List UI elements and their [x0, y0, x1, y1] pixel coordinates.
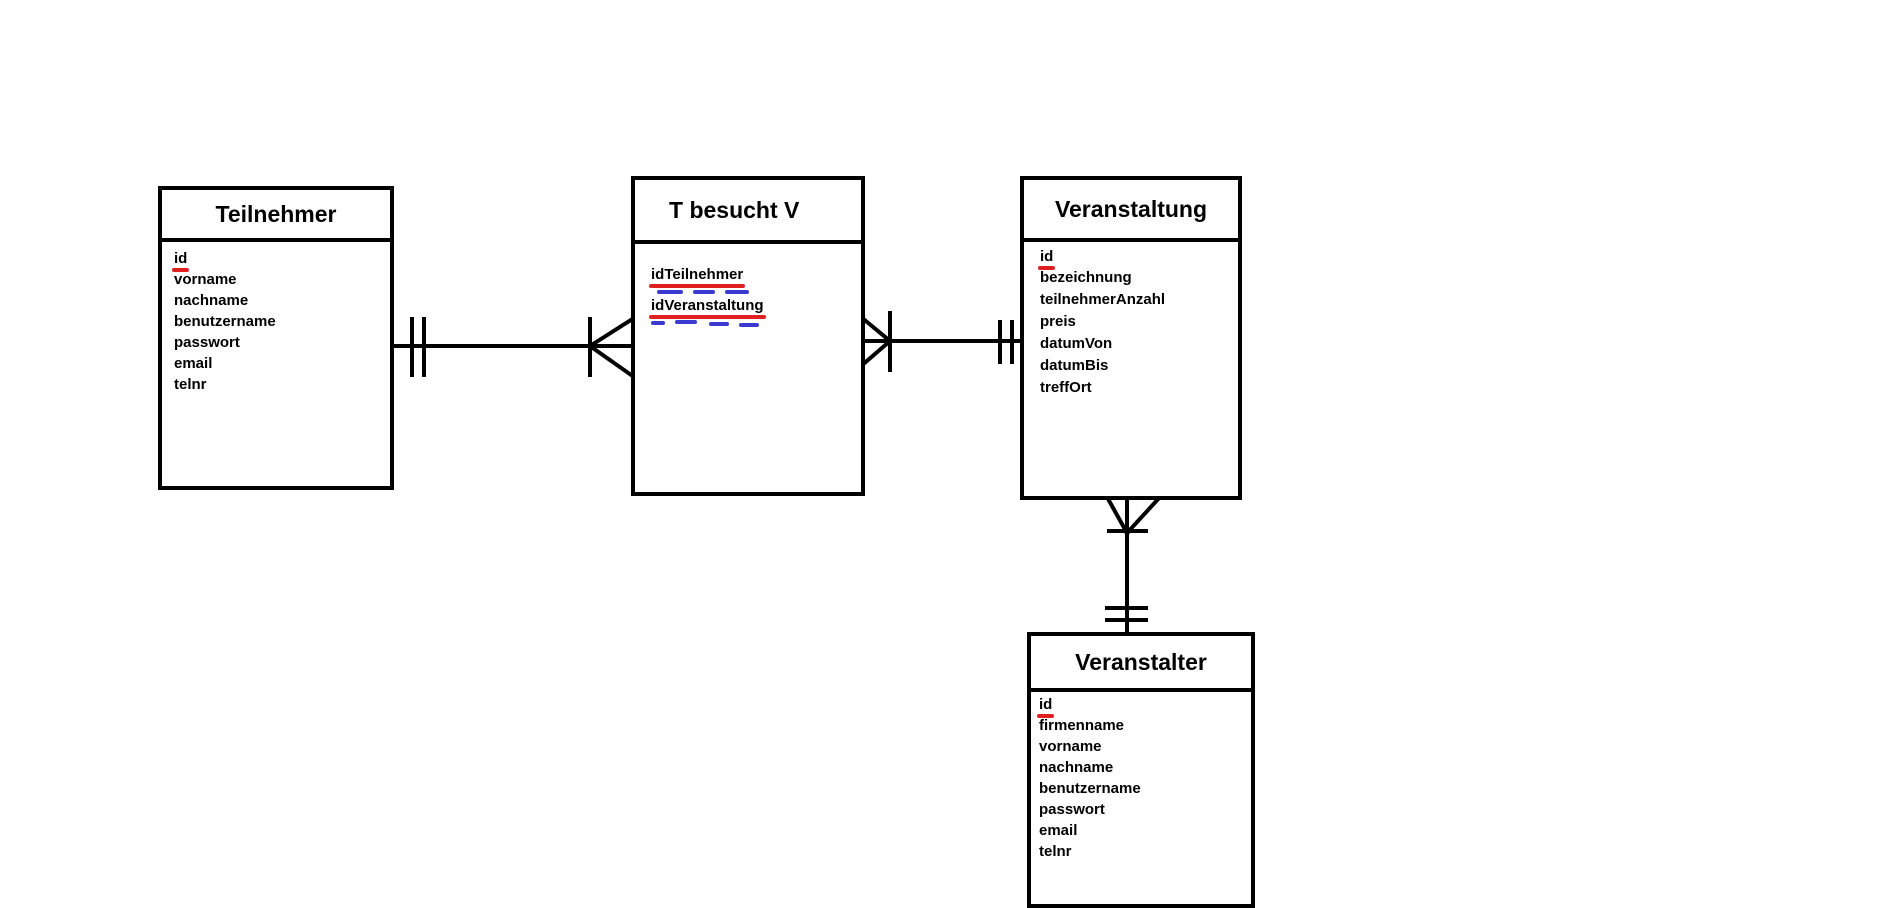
entity-t-besucht-v[interactable]: T besucht V idTeilnehmer idVeranstaltung [631, 176, 865, 496]
crow-foot-tbesuchtv-lower [587, 343, 637, 380]
crow-foot-tbesuchtv-upper [587, 315, 637, 349]
attribute: datumBis [1040, 357, 1109, 374]
attribute-list: id firmenname vorname nachname benutzern… [1031, 692, 1251, 862]
attribute-list: idTeilnehmer idVeranstaltung [635, 244, 861, 327]
foreign-key-underline [651, 316, 861, 327]
entity-veranstaltung[interactable]: Veranstaltung id bezeichnung teilnehmerA… [1020, 176, 1242, 500]
attribute: treffOrt [1040, 379, 1092, 396]
attribute-primary-foreign-key: idTeilnehmer [649, 264, 861, 288]
attribute: email [1039, 822, 1078, 839]
foreign-key-dash [739, 323, 759, 327]
attribute: telnr [174, 376, 207, 393]
primary-key-underline [649, 284, 746, 288]
primary-key-underline [649, 315, 766, 319]
attribute: bezeichnung [1040, 269, 1132, 286]
attribute-list: id bezeichnung teilnehmerAnzahl preis da… [1024, 242, 1238, 399]
attribute-primary-key: id [172, 248, 390, 272]
foreign-key-dash [693, 290, 715, 294]
attribute: benutzername [1039, 780, 1141, 797]
foreign-key-dash [657, 290, 683, 294]
entity-teilnehmer[interactable]: Teilnehmer id vorname nachname benutzern… [158, 186, 394, 490]
attribute: telnr [1039, 843, 1072, 860]
entity-title: T besucht V [635, 180, 861, 244]
primary-key-underline [172, 268, 190, 272]
attribute: passwort [1039, 801, 1105, 818]
crow-foot-tbesuchtv-right-lower [858, 338, 893, 369]
attribute-primary-key: id [1038, 246, 1238, 270]
primary-key-underline [1037, 714, 1055, 718]
attribute: preis [1040, 313, 1076, 330]
attribute: firmenname [1039, 717, 1125, 734]
crow-foot-veranstaltung-left [1104, 494, 1130, 536]
attribute-list: id vorname nachname benutzername passwor… [162, 242, 390, 395]
attribute: email [174, 355, 213, 372]
attribute: nachname [174, 292, 249, 309]
entity-veranstalter[interactable]: Veranstalter id firmenname vorname nachn… [1027, 632, 1255, 908]
foreign-key-dash [651, 321, 665, 325]
primary-key-underline [1038, 266, 1056, 270]
attribute: nachname [1039, 759, 1114, 776]
entity-title: Veranstalter [1031, 636, 1251, 692]
entity-title: Teilnehmer [162, 190, 390, 242]
attribute: passwort [174, 334, 240, 351]
attribute: vorname [174, 271, 237, 288]
foreign-key-underline [651, 285, 861, 295]
crow-foot-tbesuchtv-right-upper [858, 314, 893, 344]
attribute: vorname [1039, 738, 1102, 755]
attribute: benutzername [174, 313, 276, 330]
attribute-primary-foreign-key: idVeranstaltung [649, 295, 861, 319]
attribute: datumVon [1040, 335, 1113, 352]
foreign-key-dash [725, 290, 749, 294]
crow-foot-veranstaltung-right [1124, 494, 1163, 536]
attribute-primary-key: id [1037, 694, 1251, 718]
foreign-key-dash [709, 322, 729, 326]
attribute: teilnehmerAnzahl [1040, 291, 1166, 308]
foreign-key-dash [675, 320, 697, 324]
entity-title: Veranstaltung [1024, 180, 1238, 242]
